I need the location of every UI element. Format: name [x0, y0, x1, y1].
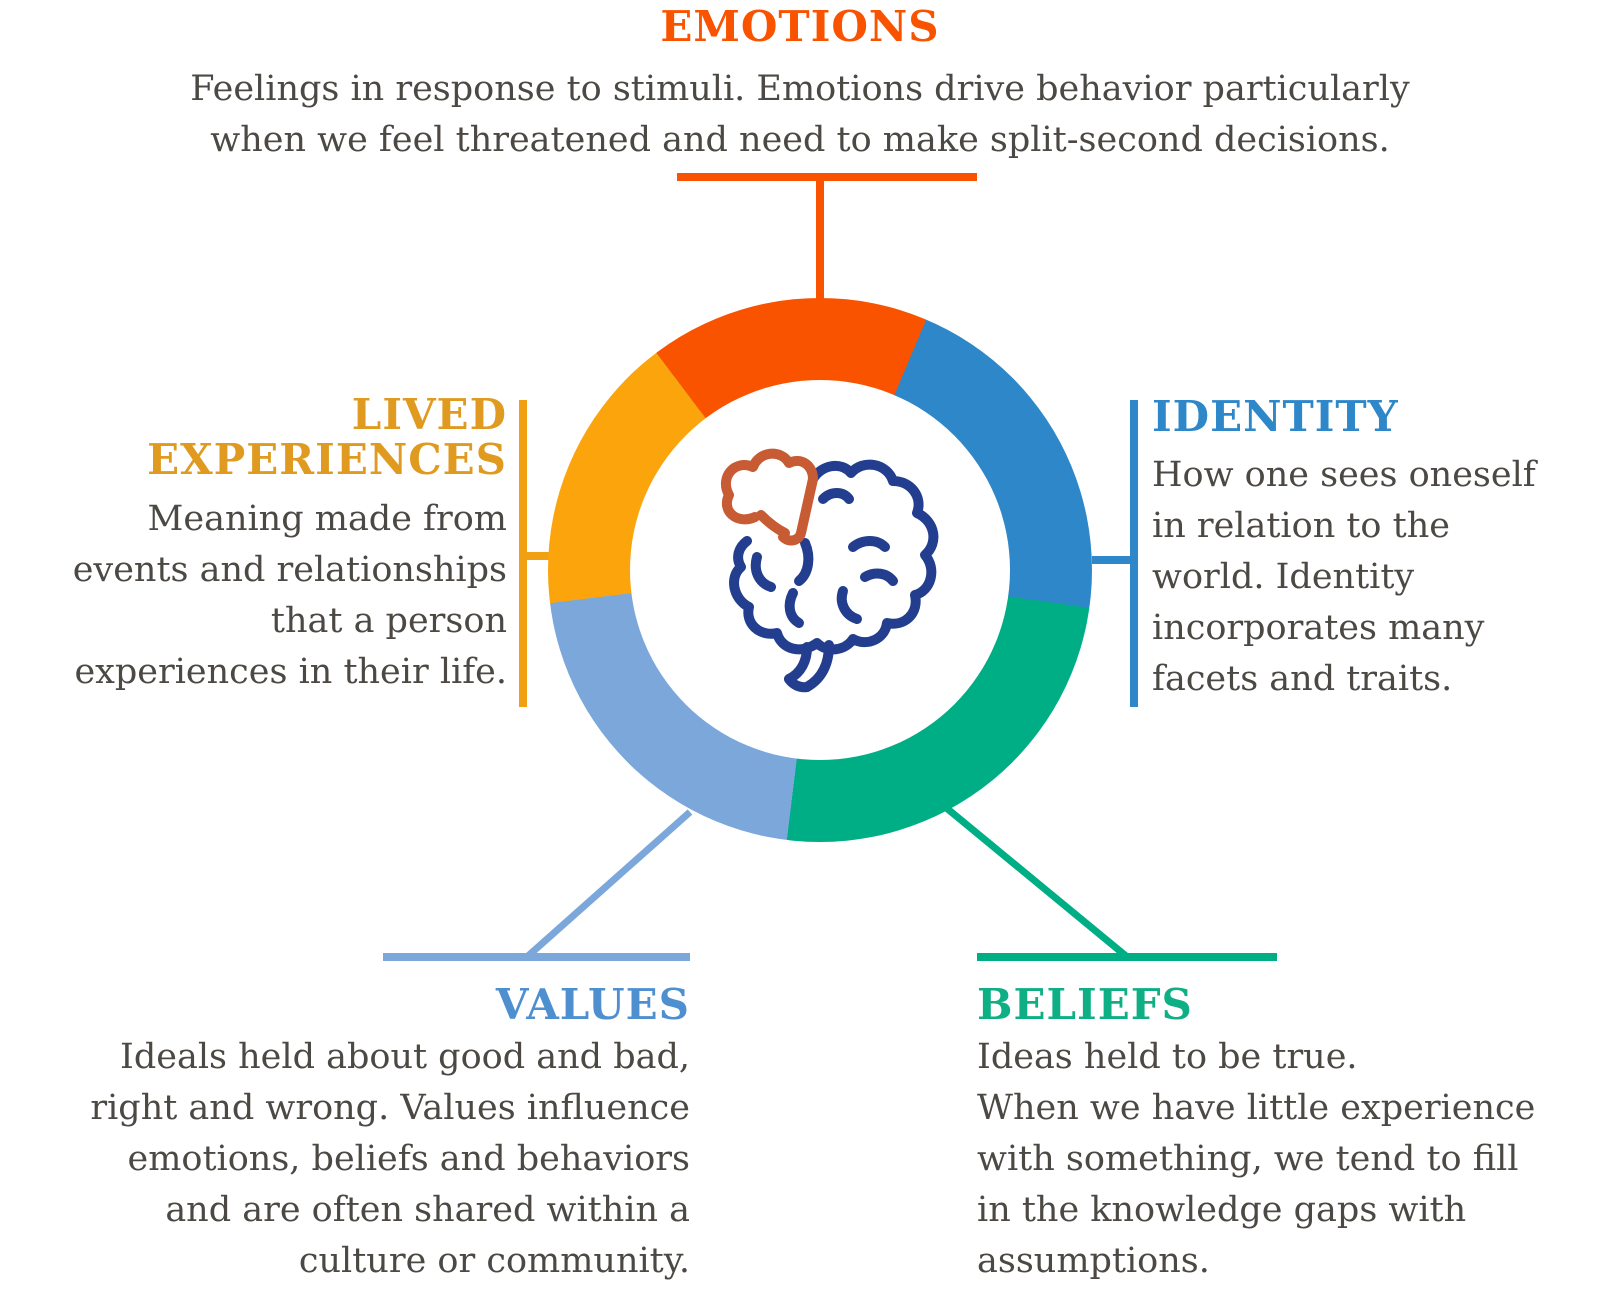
beliefs-description-line: in the knowledge gaps with	[977, 1190, 1467, 1230]
identity-description-line: facets and traits.	[1152, 659, 1453, 699]
identity-description-line: world. Identity	[1152, 557, 1415, 597]
identity-description-line: incorporates many	[1152, 608, 1485, 648]
lived-experiences-description: Meaning made from events and relationshi…	[20, 494, 507, 698]
lived-experiences-title: LIVED EXPERIENCES	[20, 392, 507, 482]
values-description: Ideals held about good and bad, right an…	[30, 1032, 690, 1287]
beliefs-description: Ideas held to be true. When we have litt…	[977, 1032, 1537, 1287]
brain-frontal-lobe-accent	[720, 448, 818, 546]
values-description-line: right and wrong. Values influence	[90, 1088, 690, 1128]
beliefs-description-line: assumptions.	[977, 1241, 1210, 1281]
brain-outline	[729, 459, 939, 693]
values-connector-horizontal	[383, 953, 690, 961]
emotions-description-line: Feelings in response to stimuli. Emotion…	[190, 69, 1410, 109]
beliefs-description-line: with something, we tend to fill	[977, 1139, 1519, 1179]
emotions-description-line: when we feel threatened and need to make…	[210, 120, 1390, 160]
emotions-title: EMOTIONS	[660, 2, 940, 51]
emotions-connector-vertical	[816, 173, 824, 301]
values-connector-diagonal	[525, 809, 693, 959]
emotions-description: Feelings in response to stimuli. Emotion…	[0, 64, 1600, 166]
identity-connector-vertical	[1130, 400, 1138, 707]
values-title: VALUES	[495, 980, 690, 1029]
emotions-connector-horizontal	[677, 173, 977, 181]
lived-experiences-connector-vertical	[519, 400, 527, 707]
identity-description-line: How one sees oneself	[1152, 455, 1536, 495]
identity-description: How one sees oneself in relation to the …	[1152, 450, 1572, 705]
identity-description-line: in relation to the	[1152, 506, 1450, 546]
values-description-line: culture or community.	[298, 1241, 690, 1281]
identity-connector-tick	[1092, 556, 1132, 564]
beliefs-description-line: Ideas held to be true.	[977, 1037, 1358, 1077]
brain-icon	[720, 448, 939, 693]
beliefs-connector-horizontal	[977, 953, 1277, 961]
lived-experiences-title-line: LIVED	[351, 390, 507, 439]
beliefs-description-line: When we have little experience	[977, 1088, 1536, 1128]
lived-experiences-description-line: experiences in their life.	[74, 652, 507, 692]
beliefs-title: BELIEFS	[977, 980, 1193, 1029]
values-description-line: Ideals held about good and bad,	[120, 1037, 690, 1077]
lived-experiences-description-line: events and relationships	[72, 550, 507, 590]
beliefs-connector-diagonal	[941, 803, 1129, 959]
lived-experiences-title-line: EXPERIENCES	[147, 435, 507, 484]
values-description-line: and are often shared within a	[165, 1190, 690, 1230]
lived-experiences-description-line: Meaning made from	[147, 499, 507, 539]
lived-experiences-connector-tick	[525, 552, 551, 560]
lived-experiences-description-line: that a person	[270, 601, 507, 641]
wheel-inner-circle	[630, 380, 1010, 760]
identity-title: IDENTITY	[1152, 392, 1399, 441]
values-description-line: emotions, beliefs and behaviors	[127, 1139, 690, 1179]
